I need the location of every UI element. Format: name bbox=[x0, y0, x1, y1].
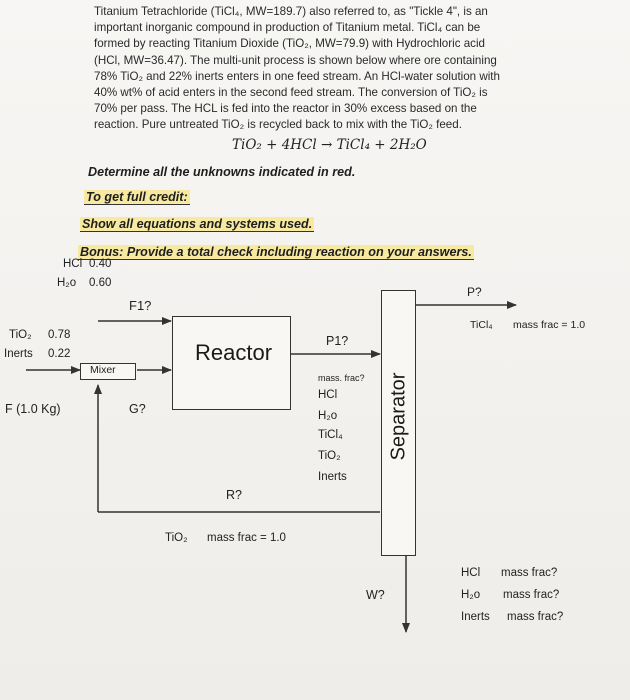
r-mass-frac: mass frac = 1.0 bbox=[207, 532, 286, 544]
separator-label: Separator bbox=[387, 372, 410, 461]
reactor-unit: Reactor bbox=[172, 316, 291, 410]
show-equations-instruction: Show all equations and systems used. bbox=[80, 217, 315, 232]
h2o-label: H₂o bbox=[57, 277, 77, 289]
hcl-fraction: 0.40 bbox=[89, 258, 112, 270]
feed-f-label: F (1.0 Kg) bbox=[5, 402, 61, 416]
p1-label: P1? bbox=[326, 334, 349, 348]
w-mass-frac-h2o: mass frac? bbox=[503, 589, 560, 601]
p1-component-h2o: H₂o bbox=[318, 410, 338, 422]
g-label: G? bbox=[129, 402, 146, 416]
paragraph-line: 70% per pass. The HCL is fed into the re… bbox=[94, 102, 477, 116]
paragraph-line: Titanium Tetrachloride (TiCl₄, MW=189.7)… bbox=[94, 5, 488, 18]
inerts-feed-label: Inerts bbox=[4, 348, 33, 360]
paragraph-line: reaction. Pure untreated TiO₂ is recycle… bbox=[94, 118, 462, 132]
full-credit-text: To get full credit: bbox=[84, 190, 190, 205]
p1-component-inerts: Inerts bbox=[318, 471, 347, 483]
tio2-feed-label: TiO₂ bbox=[9, 329, 32, 341]
determine-instruction: Determine all the unknowns indicated in … bbox=[88, 165, 356, 179]
w-component-h2o: H₂o bbox=[461, 589, 481, 601]
inerts-feed-fraction: 0.22 bbox=[48, 348, 71, 360]
f1-label: F1? bbox=[129, 298, 152, 313]
paragraph-line: 40% wt% of acid enters in the second fee… bbox=[94, 86, 488, 100]
p1-component-tio2: TiO₂ bbox=[318, 450, 341, 462]
p-component-ticl4: TiCl₄ bbox=[470, 319, 493, 331]
bonus-instruction: Bonus: Provide a total check including r… bbox=[78, 245, 474, 260]
w-component-hcl: HCl bbox=[461, 567, 481, 579]
p1-component-hcl: HCl bbox=[318, 389, 338, 401]
r-component-tio2: TiO₂ bbox=[165, 532, 188, 544]
mixer-label: Mixer bbox=[90, 364, 116, 376]
reaction-equation: TiO₂ + 4HCl → TiCl₄ + 2H₂O bbox=[232, 137, 427, 153]
tio2-feed-fraction: 0.78 bbox=[48, 329, 71, 341]
full-credit-heading: To get full credit: bbox=[84, 190, 190, 205]
w-mass-frac-hcl: mass frac? bbox=[501, 567, 558, 579]
p-label: P? bbox=[467, 285, 482, 299]
w-component-inerts: Inerts bbox=[461, 611, 490, 623]
paragraph-line: (HCl, MW=36.47). The multi-unit process … bbox=[94, 53, 497, 67]
hcl-label: HCl bbox=[63, 258, 83, 270]
p1-mass-frac-label: mass. frac? bbox=[318, 373, 365, 383]
reactor-label: Reactor bbox=[195, 340, 273, 365]
bonus-text: Bonus: Provide a total check including r… bbox=[78, 245, 474, 260]
p1-component-ticl4: TiCl₄ bbox=[318, 429, 343, 441]
separator-unit: Separator bbox=[381, 290, 416, 556]
paragraph-line: important inorganic compound in producti… bbox=[94, 21, 481, 35]
problem-paragraph: Titanium Tetrachloride (TiCl₄, MW=189.7)… bbox=[94, 4, 594, 134]
r-label: R? bbox=[226, 488, 242, 502]
mixer-unit: Mixer bbox=[80, 363, 136, 380]
paragraph-line: formed by reacting Titanium Dioxide (TiO… bbox=[94, 37, 485, 51]
w-mass-frac-inerts: mass frac? bbox=[507, 611, 564, 623]
p-mass-frac: mass frac = 1.0 bbox=[513, 319, 586, 331]
show-equations-text: Show all equations and systems used. bbox=[80, 217, 315, 232]
w-label: W? bbox=[366, 588, 385, 602]
h2o-fraction: 0.60 bbox=[89, 277, 112, 289]
paragraph-line: 78% TiO₂ and 22% inerts enters in one fe… bbox=[94, 69, 500, 83]
